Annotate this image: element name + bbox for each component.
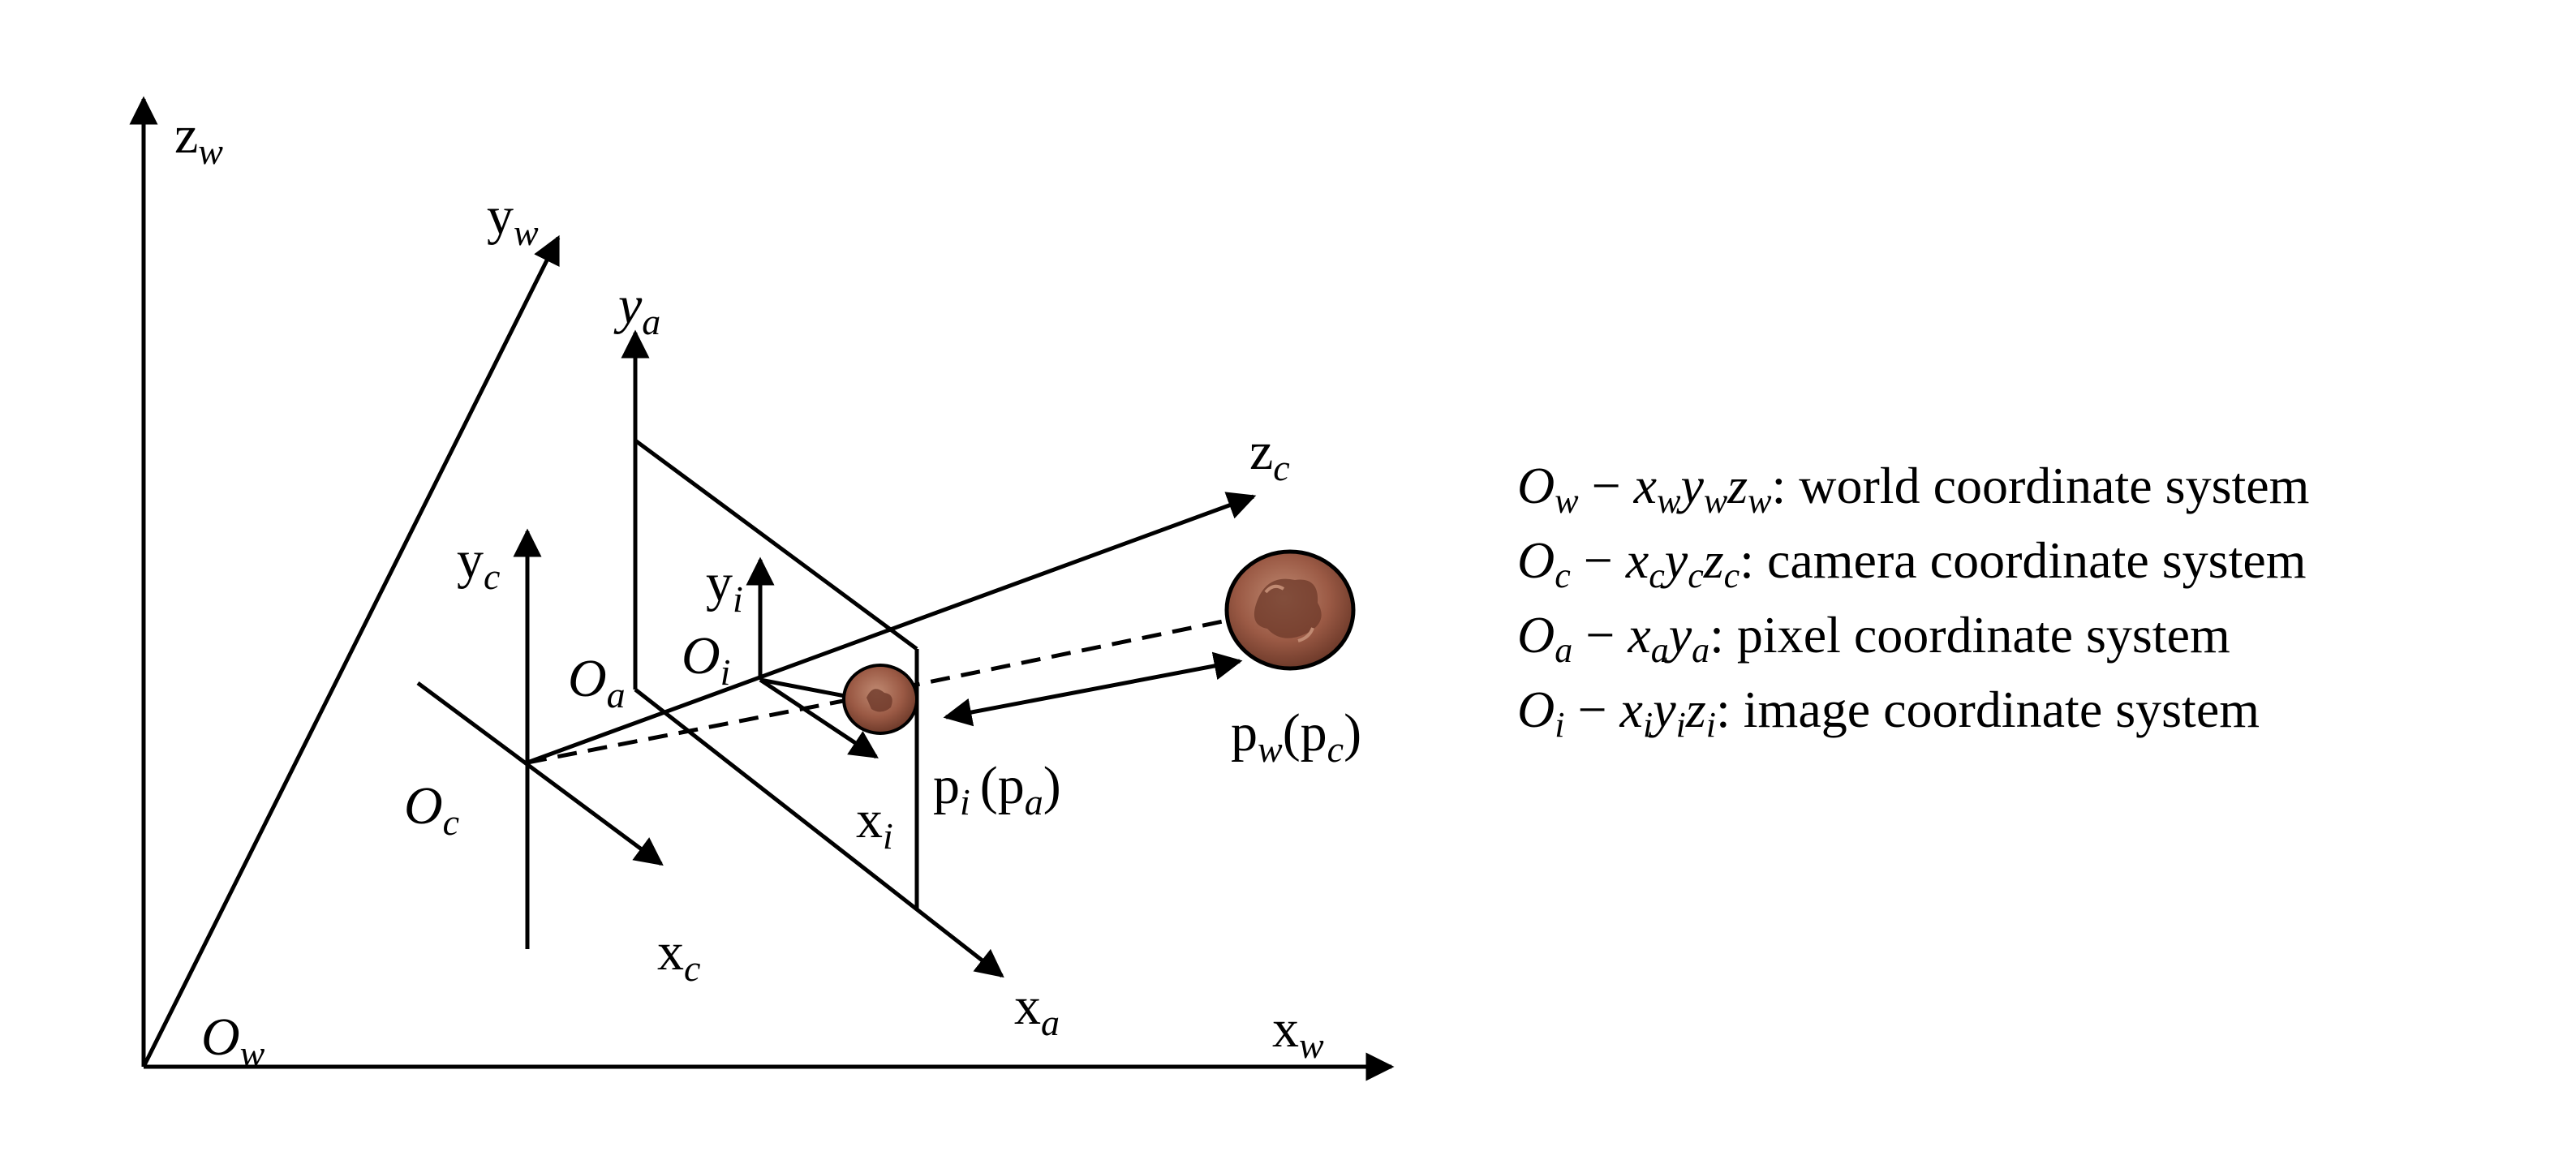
world-axes bbox=[129, 96, 1395, 1081]
rock-icon bbox=[1224, 549, 1356, 671]
legend-item-camera: Oc − xcyczc: camera coordinate system bbox=[1517, 531, 2307, 595]
label-xa: xa bbox=[1014, 977, 1060, 1043]
label-zc: zc bbox=[1249, 422, 1290, 488]
world-y-axis bbox=[141, 234, 561, 1068]
image-x-axis bbox=[759, 677, 879, 759]
pixel-labels: ya xa Oa bbox=[568, 276, 1060, 1043]
label-oa: Oa bbox=[568, 649, 626, 715]
legend-item-pixel: Oa − xaya: pixel coordinate system bbox=[1517, 606, 2230, 670]
plane-top-edge bbox=[634, 438, 918, 651]
camera-labels: yc xc zc Oc bbox=[404, 422, 1290, 989]
image-labels: yi xi Oi bbox=[682, 553, 893, 857]
rock-icon bbox=[842, 664, 918, 735]
label-xc: xc bbox=[657, 922, 700, 989]
label-pi-pa: pi(pa) bbox=[933, 756, 1061, 823]
label-ya: ya bbox=[613, 276, 660, 342]
image-origin-to-point bbox=[759, 677, 854, 700]
camera-axes bbox=[416, 492, 1257, 949]
ray-image-to-world-point bbox=[900, 618, 1228, 690]
pixel-x-axis bbox=[634, 688, 1004, 978]
label-oc: Oc bbox=[404, 776, 459, 843]
label-yw: yw bbox=[487, 187, 539, 253]
label-yi: yi bbox=[706, 553, 743, 620]
label-ow: Ow bbox=[201, 1008, 265, 1074]
legend: Ow − xwywzw: world coordinate system Oc … bbox=[1517, 457, 2309, 745]
label-oi: Oi bbox=[682, 626, 730, 693]
label-zw: zw bbox=[174, 105, 223, 172]
correspondence-arrow bbox=[943, 651, 1243, 727]
label-pw-pc: pw(pc) bbox=[1231, 703, 1361, 770]
camera-x-axis bbox=[416, 681, 664, 866]
world-labels: zw yw xw Ow bbox=[174, 105, 1324, 1074]
label-xw: xw bbox=[1272, 999, 1324, 1066]
label-yc: yc bbox=[457, 531, 500, 597]
point-labels: pi(pa) pw(pc) bbox=[933, 703, 1361, 823]
label-xi: xi bbox=[856, 790, 893, 857]
legend-item-image: Oi − xiyizi: image coordinate system bbox=[1517, 681, 2260, 745]
ray-camera-to-image-point bbox=[527, 695, 861, 765]
image-plane bbox=[621, 329, 1004, 978]
legend-item-world: Ow − xwywzw: world coordinate system bbox=[1517, 457, 2309, 521]
